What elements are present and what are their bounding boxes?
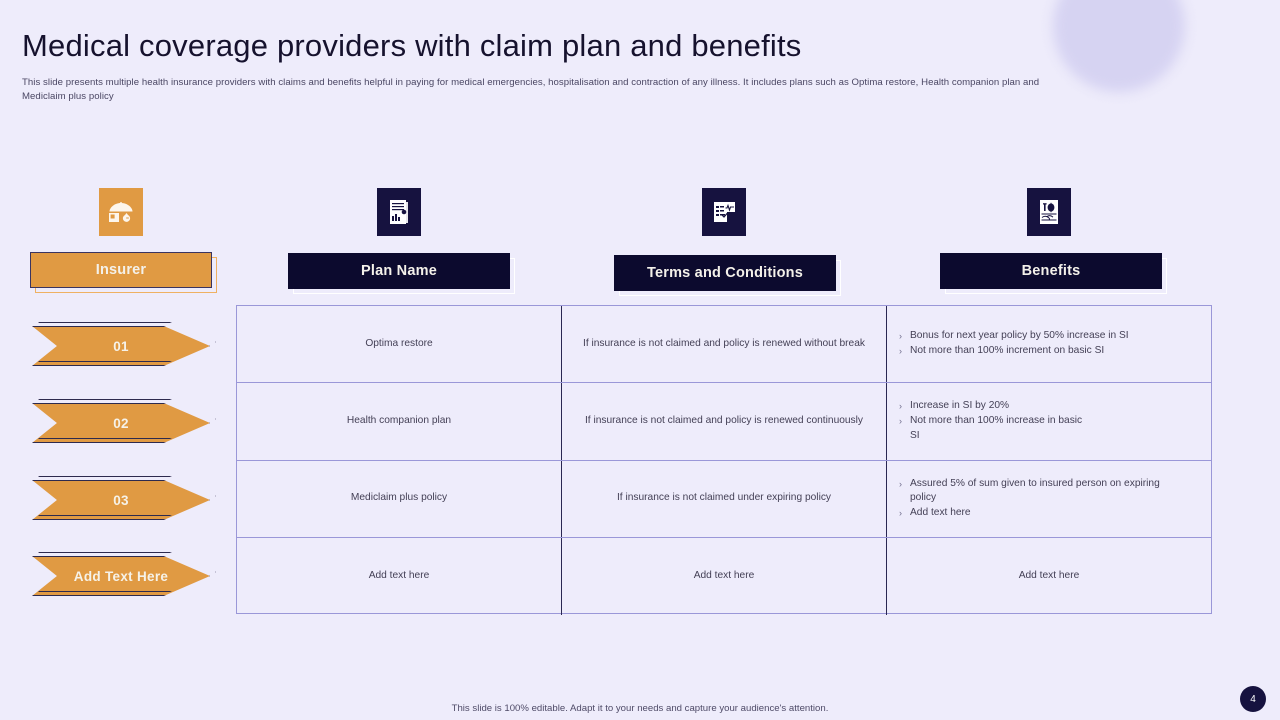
- benefits-list: › Bonus for next year policy by 50% incr…: [899, 329, 1199, 359]
- list-item-label: Assured 5% of sum given to insured perso…: [910, 477, 1160, 504]
- cell-plan-name: Mediclaim plus policy: [237, 460, 562, 537]
- cell-plan-name: Health companion plan: [237, 383, 562, 460]
- list-item-label: Not more than 100% increase in basic SI: [910, 415, 1083, 441]
- cell-terms: If insurance is not claimed and policy i…: [562, 306, 887, 383]
- chevron-right-icon: ›: [899, 401, 902, 412]
- cell-terms: If insurance is not claimed under expiri…: [562, 460, 887, 537]
- column-header-plan-name-label: Plan Name: [288, 253, 510, 289]
- table-row[interactable]: Add text here Add text here Add text her…: [237, 537, 1211, 615]
- column-header-benefits-label: Benefits: [940, 253, 1162, 289]
- page-subtitle: This slide presents multiple health insu…: [22, 77, 1040, 102]
- umbrella-insurance-icon: [99, 188, 143, 236]
- cell-terms: If insurance is not claimed and policy i…: [562, 383, 887, 460]
- cell-terms: Add text here: [562, 537, 887, 615]
- insurer-arrow-01[interactable]: 01: [32, 322, 216, 366]
- list-item-label: Bonus for next year policy by 50% increa…: [910, 330, 1129, 342]
- cell-benefits: › Increase in SI by 20% › Not more than …: [887, 383, 1211, 459]
- table-row[interactable]: Health companion plan If insurance is no…: [237, 383, 1211, 461]
- list-item: › Add text here: [899, 506, 1199, 521]
- cell-plan-name: Optima restore: [237, 306, 562, 383]
- cell-benefits: › Assured 5% of sum given to insured per…: [887, 461, 1211, 537]
- table-row[interactable]: Optima restore If insurance is not claim…: [237, 306, 1211, 384]
- column-header-insurer-label: Insurer: [30, 252, 212, 288]
- table-row[interactable]: Mediclaim plus policy If insurance is no…: [237, 460, 1211, 538]
- insurer-arrow-add-text-label: Add Text Here: [73, 568, 169, 584]
- chevron-right-icon: ›: [899, 346, 902, 357]
- cell-benefits: › Bonus for next year policy by 50% incr…: [887, 306, 1211, 382]
- chevron-right-icon: ›: [899, 416, 902, 427]
- insurer-arrow-01-label: 01: [113, 338, 129, 354]
- benefits-list: › Increase in SI by 20% › Not more than …: [899, 399, 1199, 443]
- list-item: › Increase in SI by 20%: [899, 399, 1199, 414]
- list-item-label: Increase in SI by 20%: [910, 400, 1010, 412]
- insurer-arrow-02-label: 02: [113, 415, 129, 431]
- clipboard-checklist-icon: [702, 188, 746, 236]
- handshake-money-icon: [1027, 188, 1071, 236]
- page-number-badge: 4: [1240, 686, 1266, 712]
- list-item: › Not more than 100% increase in basic S…: [899, 414, 1199, 443]
- cell-benefits: Add text here: [1018, 570, 1080, 582]
- coverage-table: Optima restore If insurance is not claim…: [236, 305, 1212, 615]
- cell-plan-name: Add text here: [237, 537, 562, 615]
- insurer-arrow-add-text[interactable]: Add Text Here: [32, 552, 216, 596]
- chevron-right-icon: ›: [899, 478, 902, 489]
- footer-note: This slide is 100% editable. Adapt it to…: [451, 703, 829, 714]
- benefits-list: › Assured 5% of sum given to insured per…: [899, 477, 1199, 521]
- list-item-label: Add text here: [910, 506, 971, 518]
- insurer-arrow-02[interactable]: 02: [32, 399, 216, 443]
- list-item-label: Not more than 100% increment on basic SI: [910, 345, 1105, 357]
- insurer-arrow-03-label: 03: [113, 492, 129, 508]
- column-header-plan-name[interactable]: Plan Name: [288, 253, 515, 294]
- column-header-insurer[interactable]: Insurer: [30, 252, 217, 293]
- page-title: Medical coverage providers with claim pl…: [22, 28, 802, 63]
- chevron-right-icon: ›: [899, 331, 902, 342]
- column-header-terms-label: Terms and Conditions: [614, 255, 836, 291]
- list-item: › Assured 5% of sum given to insured per…: [899, 477, 1199, 506]
- column-header-benefits[interactable]: Benefits: [940, 253, 1167, 294]
- column-header-terms[interactable]: Terms and Conditions: [614, 255, 841, 296]
- insurer-arrow-03[interactable]: 03: [32, 476, 216, 520]
- list-item: › Not more than 100% increment on basic …: [899, 344, 1199, 359]
- list-item: › Bonus for next year policy by 50% incr…: [899, 329, 1199, 344]
- chevron-right-icon: ›: [899, 507, 902, 518]
- document-chart-icon: [377, 188, 421, 236]
- decorative-circle: [1053, 0, 1185, 92]
